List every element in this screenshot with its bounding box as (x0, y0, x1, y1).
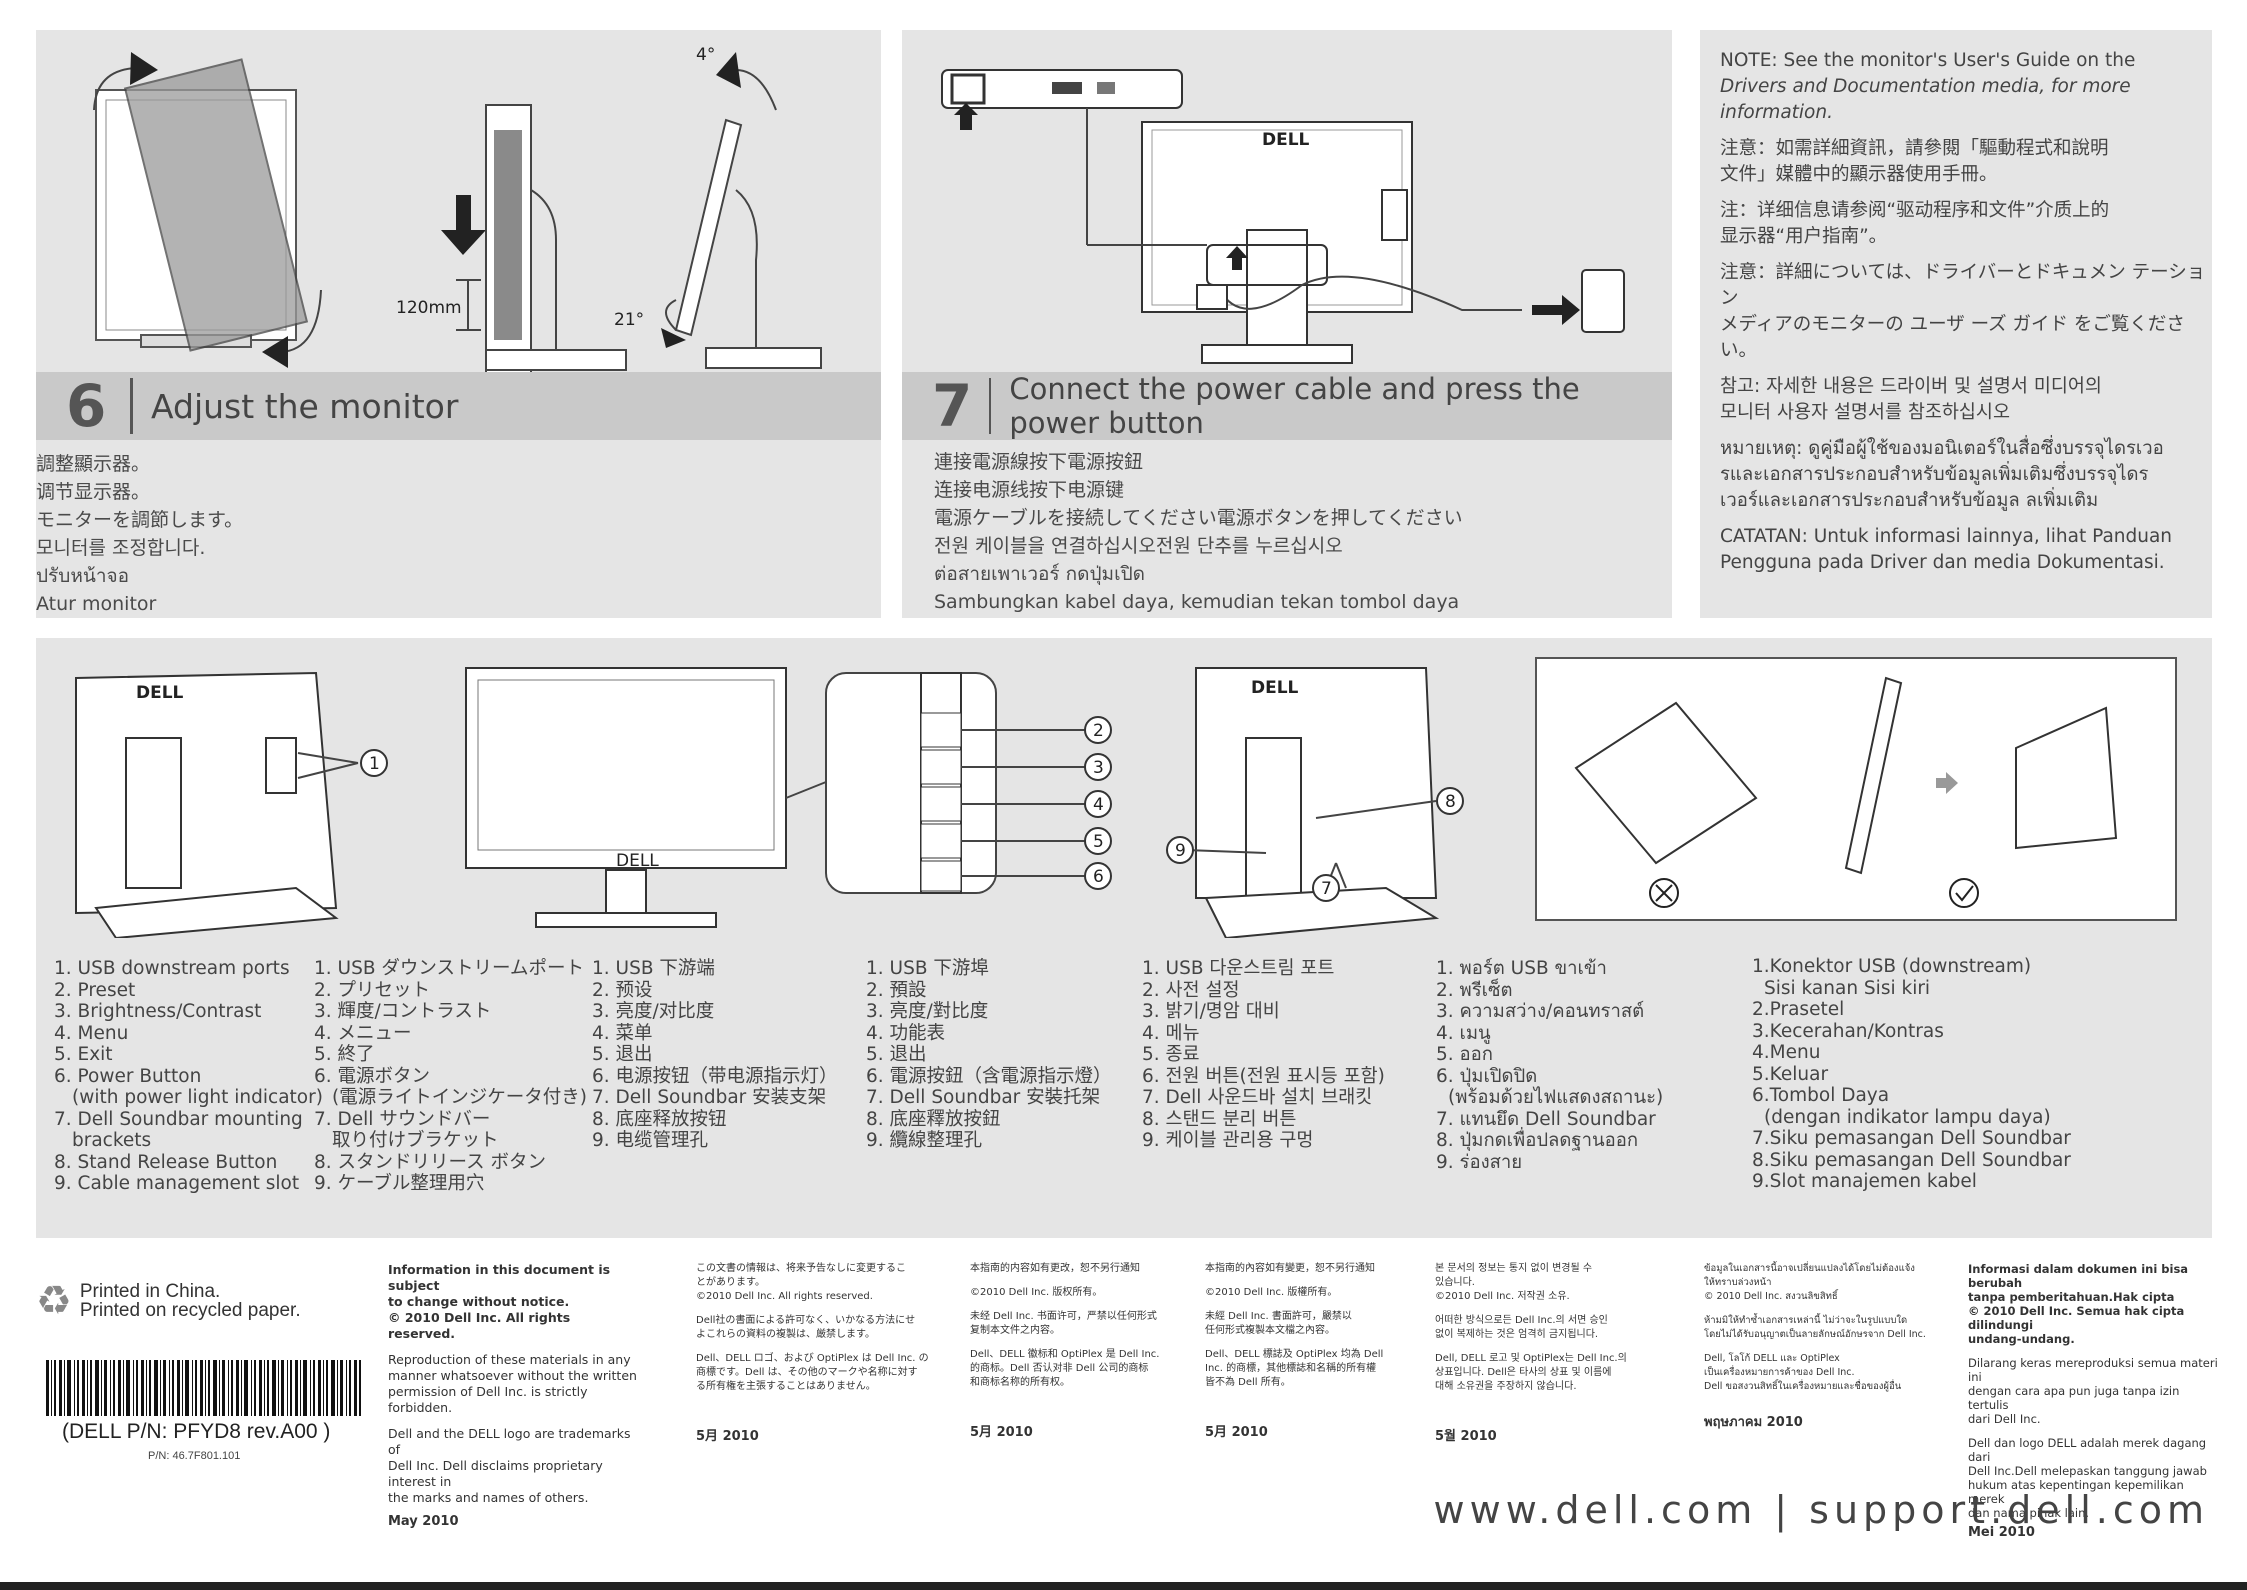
printed-in-china: Printed in China. (79, 1281, 221, 1302)
dim-tilt-fwd: 4° (696, 45, 715, 65)
step6-divider (130, 378, 133, 434)
note-id: CATATAN: Untuk informasi lainnya, lihat … (1720, 526, 2173, 573)
features-diagram: DELL 1 DELL (75, 657, 2177, 938)
legend-id: 1.Konektor USB (downstream) Sisi kanan S… (1752, 956, 2071, 1192)
note-panel: NOTE: See the monitor's User's Guide on … (1700, 30, 2212, 618)
step7-diagram: DELL (941, 69, 1625, 364)
barcode (46, 1360, 361, 1416)
recycle-block: ♻ Printed in China. Printed on recycled … (36, 1278, 301, 1324)
part-number: (DELL P/N: PFYD8 rev.A00 ) (62, 1420, 331, 1443)
back-view-usb: DELL 1 (75, 671, 388, 938)
step6-line: ปรับหน้าจอ (36, 565, 130, 587)
legal-tc: 本指南的內容如有變更，恕不另行通知 ©2010 Dell Inc. 版權所有。 … (1205, 1263, 1384, 1440)
step7-line: Sambungkan kabel daya, kemudian tekan to… (934, 591, 1460, 613)
dim-height-label: 120mm (396, 298, 462, 318)
step7-panel: DELL 7 Connect the power cable and press… (902, 30, 1672, 618)
step6-illustration: 120mm 4° 21° (36, 30, 881, 376)
front-view: DELL (465, 667, 837, 928)
callout-1: 1 (369, 754, 380, 774)
legend-ko: 1. USB 다운스트림 포트 2. 사전 설정 3. 밝기/명암 대비 4. … (1142, 958, 1385, 1151)
recycle-icon: ♻ (36, 1278, 72, 1324)
legend-sc: 1. USB 下游端 2. 预设 3. 亮度/对比度 4. 菜单 5. 退出 6… (592, 958, 838, 1151)
note-sc: 注：详细信息请参阅“驱动程序和文件”介质上的显示器“用户指南”。 (1720, 200, 2110, 247)
note-text: NOTE: See the monitor's User's Guide on … (1720, 48, 2210, 586)
callout-6: 6 (1093, 867, 1104, 887)
step7-line: 连接电源线按下电源键 (934, 479, 1125, 501)
step6-number: 6 (66, 372, 107, 440)
step6-line: モニターを調節します。 (36, 509, 244, 531)
step7-line: 電源ケーブルを接続してください電源ボタンを押してください (934, 507, 1463, 529)
dell-logo-front: DELL (616, 851, 659, 871)
buttons-zoom: 2 3 4 5 6 (825, 672, 1112, 894)
callout-4: 4 (1093, 795, 1104, 815)
step6-line: 调节显示器。 (36, 481, 151, 503)
legend-th: 1. พอร์ต USB ขาเข้า 2. พรีเซ็ต 3. ความสว… (1436, 958, 1664, 1173)
dell-logo-back-1: DELL (136, 683, 184, 703)
note-th: หมายเหตุ: ดูคู่มือผู้ใช้ของมอนิเตอร์ในสื… (1720, 438, 2164, 511)
step6-translations: 調整顯示器。 调节显示器。 モニターを調節します。 모니터를 조정합니다. ปร… (36, 450, 243, 618)
dell-logo-back-2: DELL (1251, 678, 1299, 698)
wrong-icon (1649, 878, 1679, 908)
step7-divider (988, 378, 992, 434)
legal-en: Information in this document is subject … (388, 1262, 637, 1529)
legend-tc: 1. USB 下游埠 2. 預設 3. 亮度/對比度 4. 功能表 5. 退出 … (866, 958, 1112, 1151)
correct-icon (1949, 878, 1979, 908)
step7-line: 連接電源線按下電源按鈕 (934, 451, 1144, 473)
tilt-figure: 4° 21° (614, 45, 822, 369)
callout-8: 8 (1445, 792, 1456, 812)
rotation-warning (1535, 657, 2177, 921)
bottom-rule (0, 1582, 2247, 1590)
step7-line: ต่อสายเพาเวอร์ กดปุ่มเปิด (934, 563, 1145, 585)
step7-title: Connect the power cable and press the po… (1009, 372, 1580, 440)
legal-th: ข้อมูลในเอกสารนี้อาจเปลี่ยนแปลงได้โดยไม่… (1704, 1263, 1926, 1430)
step7-line: 전원 케이블을 연결하십시오전원 단추를 누르십시오 (934, 535, 1343, 557)
step6-diagram: 120mm 4° 21° (93, 45, 822, 376)
legal-sc: 本指南的内容如有更改，恕不另行通知 ©2010 Dell Inc. 版权所有。 … (970, 1263, 1160, 1440)
step7-number: 7 (932, 372, 973, 440)
step6-line: Atur monitor (36, 593, 157, 615)
note-ja: 注意：詳細については、ドライバーとドキュメン テーションメディアのモニターの ユ… (1720, 262, 2206, 361)
rotate-monitor-figure (93, 52, 322, 368)
height-adjust-figure: 120mm (396, 104, 627, 376)
features-panel: DELL 1 DELL (36, 638, 2212, 1238)
printed-recycled: Printed on recycled paper. (79, 1300, 301, 1321)
dim-tilt-back: 21° (614, 310, 644, 330)
dell-logo-back: DELL (1262, 130, 1310, 150)
small-part-number: P/N: 46.7F801.101 (148, 1450, 241, 1462)
step6-line: 모니터를 조정합니다. (36, 537, 206, 559)
callout-9: 9 (1175, 841, 1186, 861)
note-tc: 注意：如需詳細資訊，請參閱「驅動程式和說明文件」媒體中的顯示器使用手冊。 (1720, 138, 2109, 185)
callout-3: 3 (1093, 758, 1104, 778)
website-links[interactable]: www.dell.com | support.dell.com (1433, 1488, 2209, 1532)
back-view-brackets: DELL 8 9 7 (1166, 667, 1464, 938)
step6-title: Adjust the monitor (151, 386, 459, 426)
legal-ko: 본 문서의 정보는 통지 없이 변경될 수 있습니다. ©2010 Dell I… (1435, 1263, 1627, 1444)
callout-7: 7 (1321, 879, 1332, 899)
callout-5: 5 (1093, 832, 1104, 852)
legal-id: Informasi dalam dokumen ini bisa berubah… (1968, 1262, 2218, 1540)
legal-ja: この文書の情報は、将来予告なしに変更するこ とがあります。 ©2010 Dell… (696, 1263, 929, 1444)
legend-ja: 1. USB ダウンストリームポート 2. プリセット 3. 輝度/コントラスト… (314, 958, 587, 1194)
step6-panel: 120mm 4° 21° 6 Adjust the monitor 調整顯示器。… (36, 30, 881, 618)
step6-line: 調整顯示器。 (36, 453, 151, 475)
note-en: NOTE: See the monitor's User's Guide on … (1720, 50, 2136, 123)
step7-illustration: DELL (902, 30, 1672, 372)
step7-header: 7 Connect the power cable and press the … (902, 372, 1672, 440)
wall-outlet (1581, 269, 1625, 333)
step6-header: 6 Adjust the monitor (36, 372, 881, 440)
legend-en: 1. USB downstream ports 2. Preset 3. Bri… (54, 958, 323, 1194)
callout-2: 2 (1093, 721, 1104, 741)
step7-translations: 連接電源線按下電源按鈕 连接电源线按下电源键 電源ケーブルを接続してください電源… (934, 448, 1463, 616)
